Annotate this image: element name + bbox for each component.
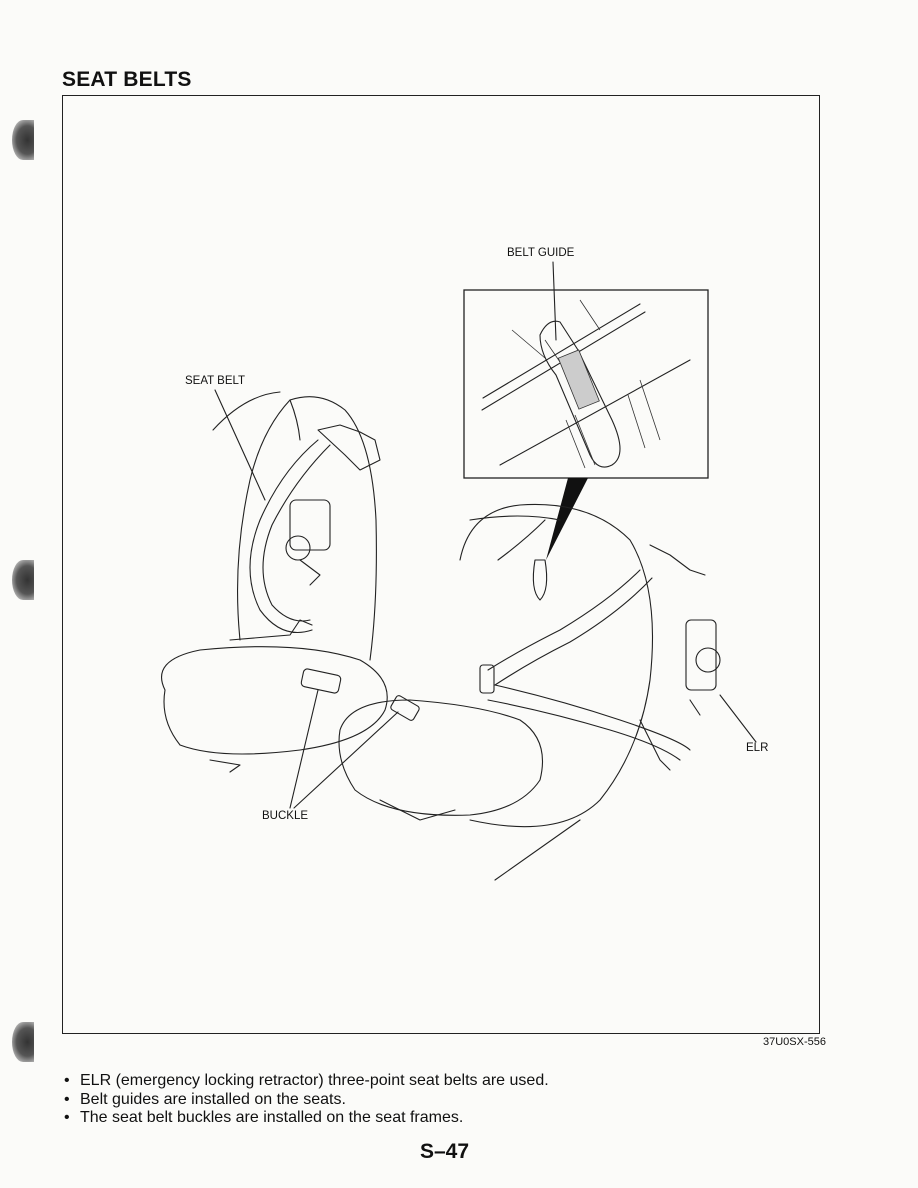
note-item: ELR (emergency locking retractor) three-…: [62, 1072, 549, 1091]
seat-belt-label: SEAT BELT: [185, 375, 246, 387]
left-seat-cushion: [160, 646, 388, 755]
detail-pointer: [546, 478, 588, 560]
elr-label: ELR: [746, 742, 769, 754]
binder-hole: [12, 1022, 34, 1062]
left-seatback: [236, 396, 377, 661]
belt-guide-label: BELT GUIDE: [507, 247, 575, 259]
title-rule: [62, 95, 820, 96]
right-seatback: [459, 503, 654, 828]
page-title: SEAT BELTS: [62, 68, 192, 91]
belt-guide-part: [539, 320, 621, 468]
right-retractor: [685, 619, 717, 691]
note-item: Belt guides are installed on the seats.: [62, 1091, 549, 1110]
figure-code: 37U0SX-556: [763, 1036, 826, 1048]
note-item: The seat belt buckles are installed on t…: [62, 1109, 549, 1128]
buckle-label: BUCKLE: [262, 810, 309, 822]
notes-list: ELR (emergency locking retractor) three-…: [62, 1072, 549, 1128]
figure-frame: [62, 96, 820, 1034]
page-number: S–47: [420, 1140, 470, 1163]
left-buckle: [300, 668, 342, 694]
right-seat-cushion: [338, 699, 544, 816]
binder-hole: [12, 120, 34, 160]
left-retractor: [289, 499, 331, 551]
binder-hole: [12, 560, 34, 600]
